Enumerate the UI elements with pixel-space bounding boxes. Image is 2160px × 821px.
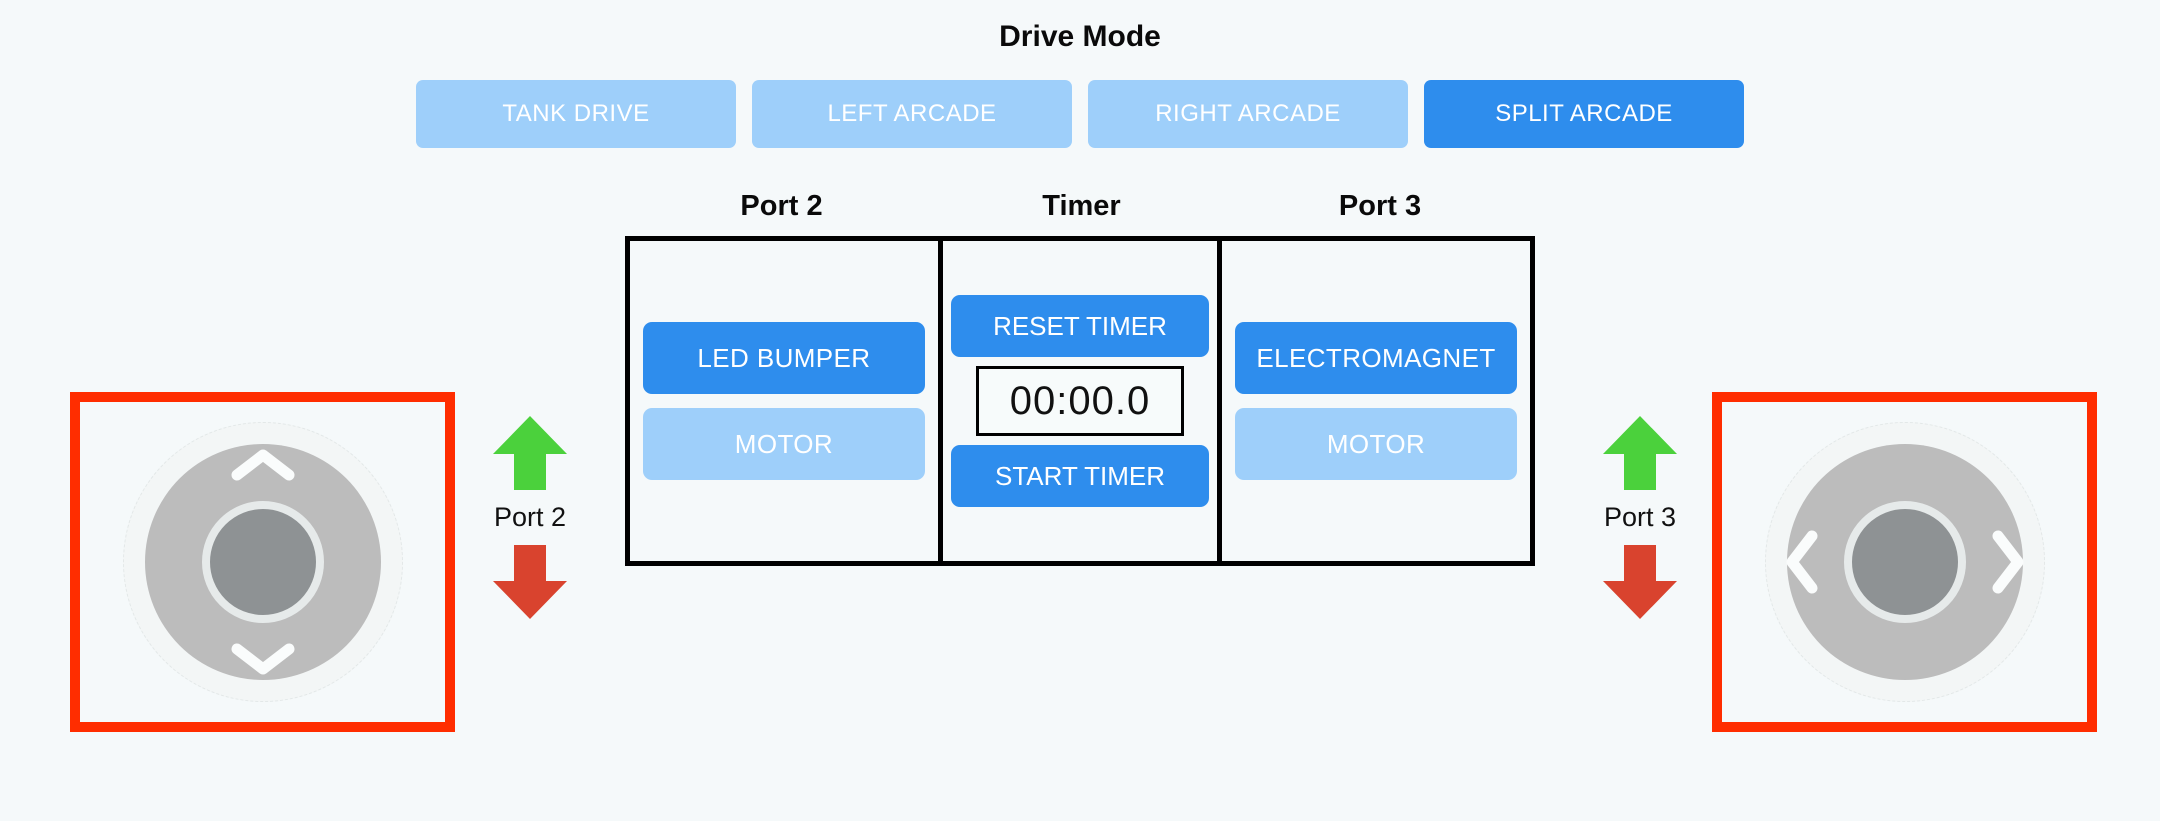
drive-mode-right-arcade-button[interactable]: RIGHT ARCADE [1088,80,1408,148]
port2-motor-button[interactable]: MOTOR [642,408,925,480]
left-port-indicator-group: Port 2 [470,410,590,625]
right-port-label: Port 3 [1603,502,1677,532]
reset-timer-button[interactable]: RESET TIMER [951,295,1209,357]
timer-display: 00:00.0 [976,366,1184,436]
left-port-label: Port 2 [493,502,567,532]
port3-motor-button[interactable]: MOTOR [1235,408,1518,480]
timer-column: RESET TIMER 00:00.0 START TIMER [937,241,1223,561]
left-joystick-container[interactable] [70,392,455,732]
right-joystick[interactable] [1764,422,2045,702]
device-panel: LED BUMPER MOTOR RESET TIMER 00:00.0 STA… [625,236,1535,566]
led-bumper-button[interactable]: LED BUMPER [642,322,925,394]
left-joystick[interactable] [122,422,403,702]
drive-mode-title: Drive Mode [999,20,1161,53]
electromagnet-button[interactable]: ELECTROMAGNET [1235,322,1518,394]
drive-mode-tank-drive-button[interactable]: TANK DRIVE [416,80,736,148]
port3-column: ELECTROMAGNET MOTOR [1222,241,1530,561]
chevron-right-icon [1992,530,2026,594]
right-joystick-knob[interactable] [1843,501,1966,623]
chevron-up-icon [231,447,295,481]
drive-mode-left-arcade-button[interactable]: LEFT ARCADE [752,80,1072,148]
drive-mode-split-arcade-button[interactable]: SPLIT ARCADE [1424,80,1744,148]
timer-heading: Timer [1042,190,1121,222]
port3-heading: Port 3 [1338,190,1422,222]
arrow-up-icon [493,416,567,490]
right-port-indicator-group: Port 3 [1580,410,1700,625]
chevron-left-icon [1784,530,1818,594]
arrow-down-icon [493,545,567,619]
drive-mode-button-group: TANK DRIVE LEFT ARCADE RIGHT ARCADE SPLI… [0,80,2160,148]
left-joystick-knob[interactable] [201,501,324,623]
right-joystick-container[interactable] [1712,392,2097,732]
start-timer-button[interactable]: START TIMER [951,445,1209,507]
chevron-down-icon [231,643,295,677]
port2-heading: Port 2 [740,190,823,222]
arrow-up-icon [1603,416,1677,490]
panel-column-headings: Port 2 Timer Port 3 [625,190,1535,223]
arrow-down-icon [1603,545,1677,619]
port2-column: LED BUMPER MOTOR [630,241,938,561]
